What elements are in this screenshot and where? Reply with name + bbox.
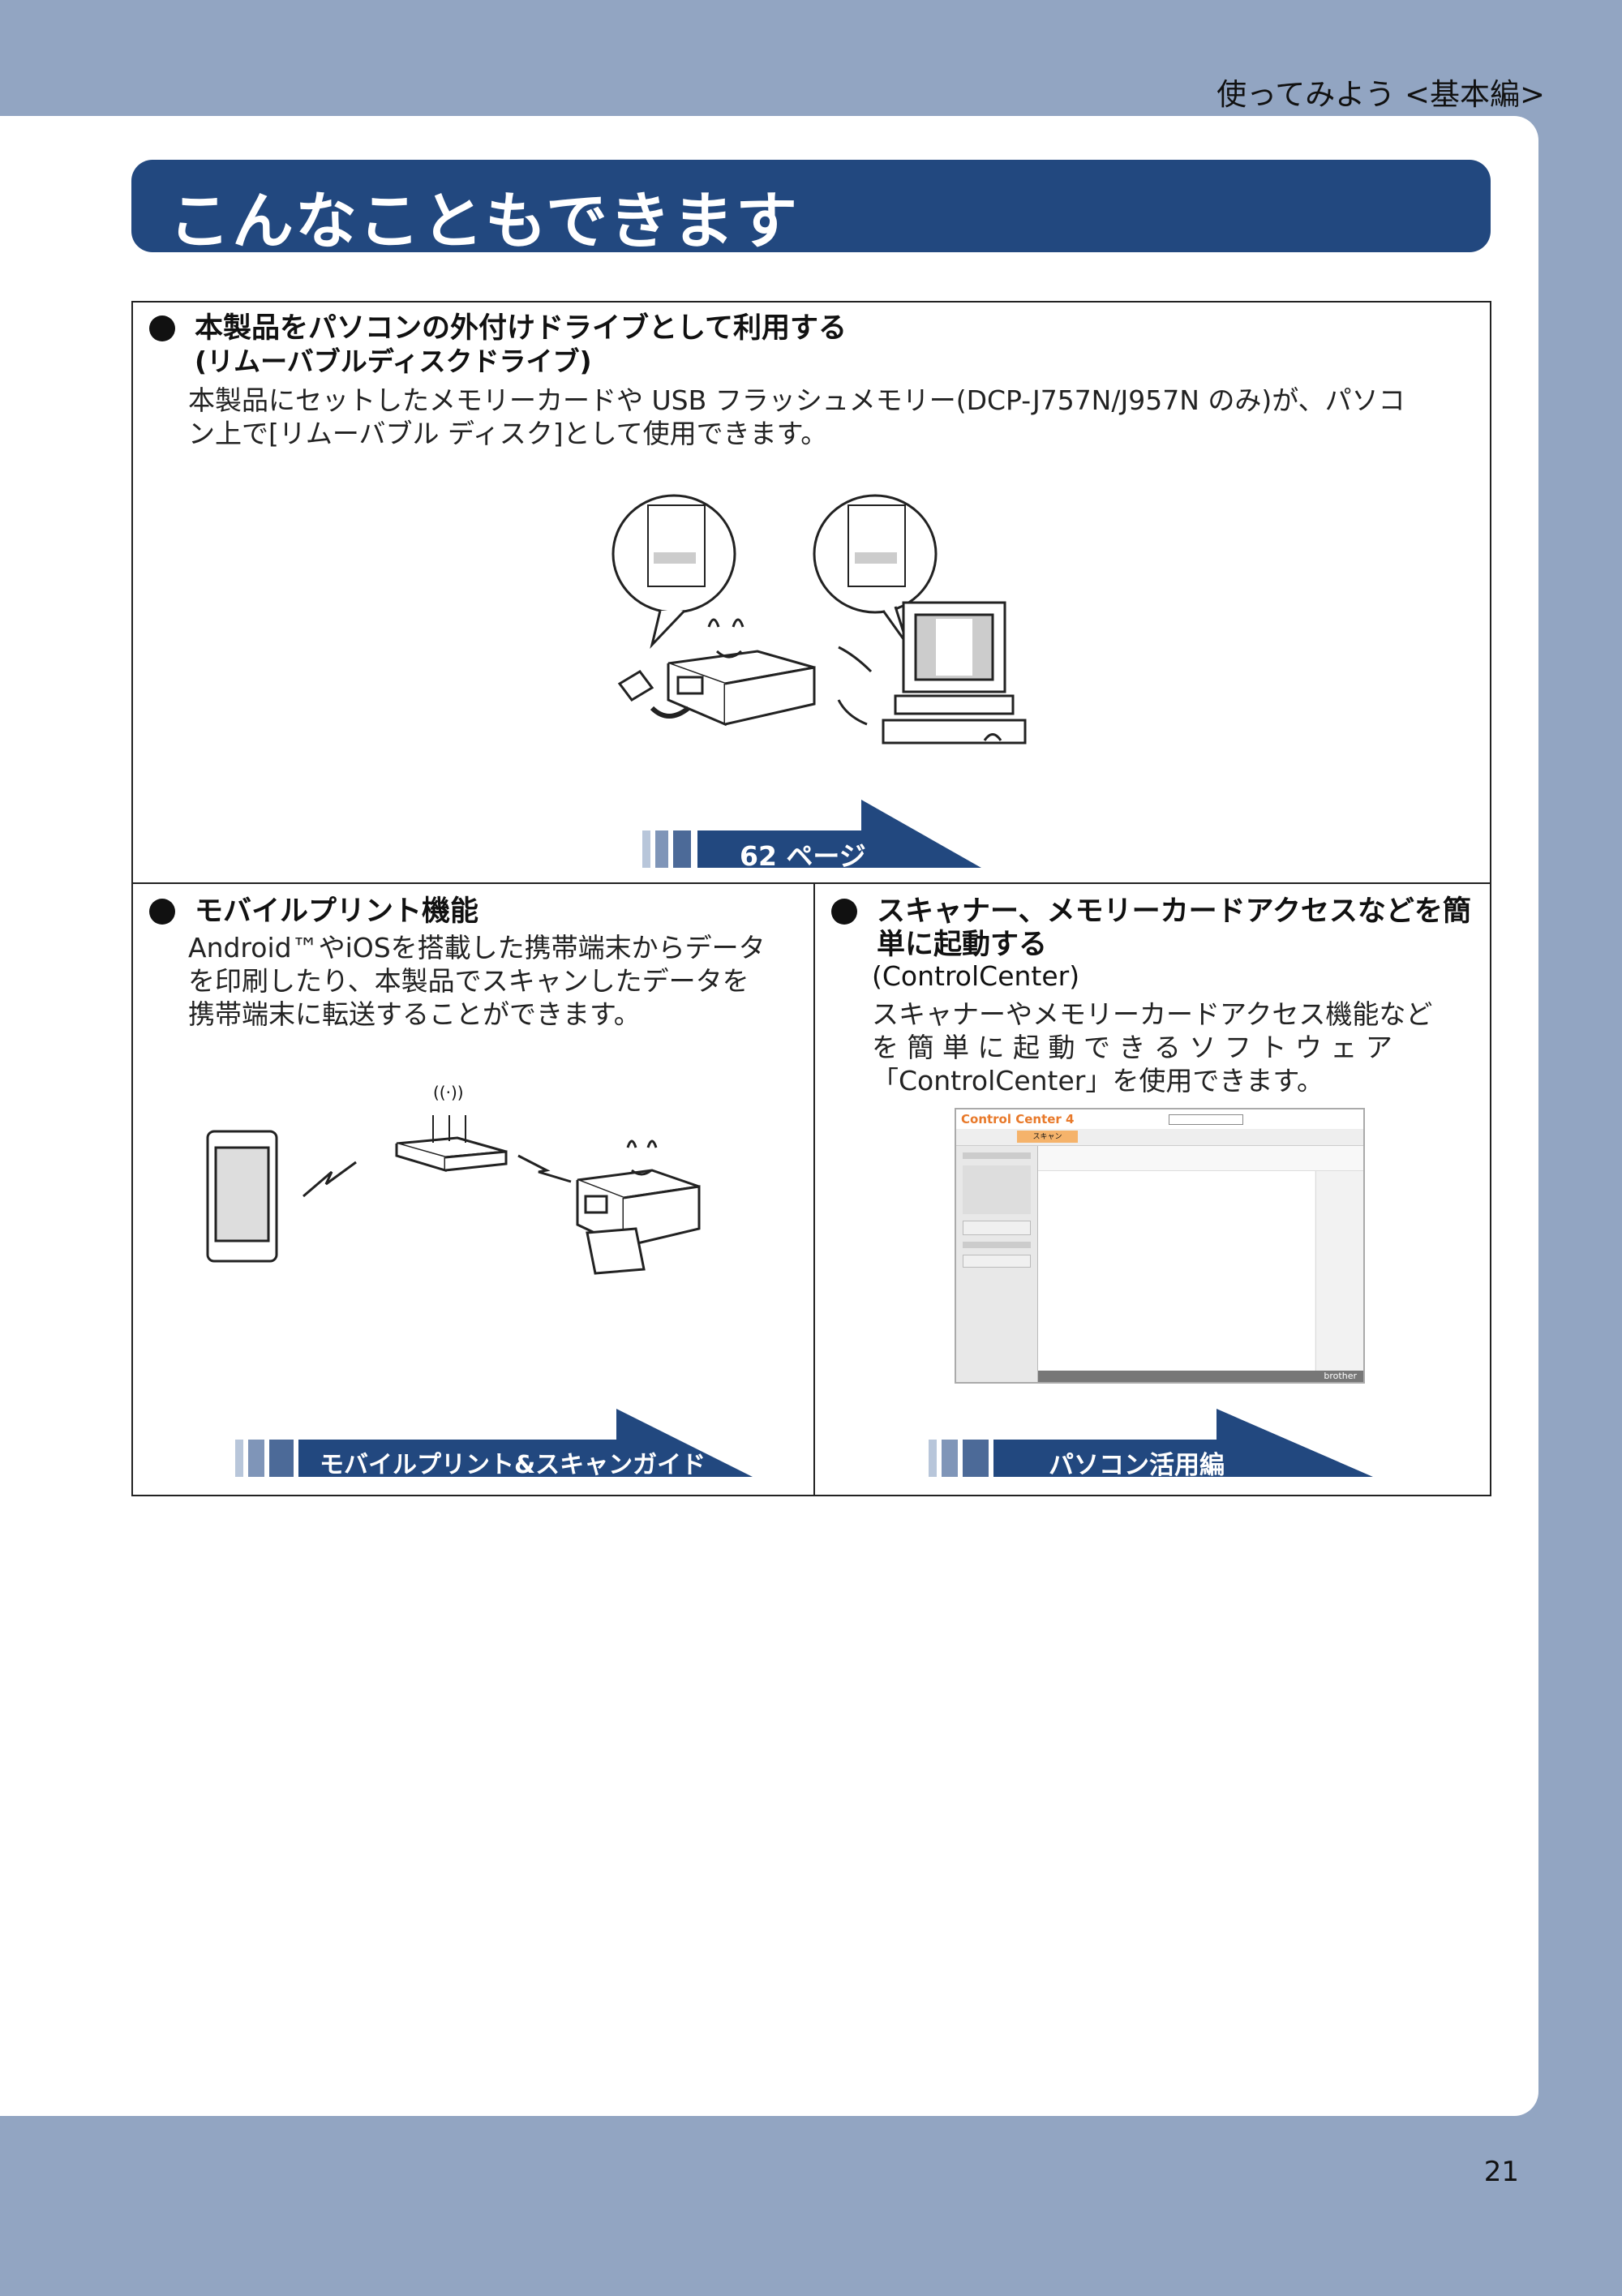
bullet-icon [149,899,175,925]
heading-line: モバイルプリント機能 [195,895,479,928]
wifi-icon: ((·)) [433,1083,464,1102]
feature-box-mobile-print: モバイルプリント機能 Android™やiOSを搭載した携帯端末からデータ を印… [131,882,815,1496]
pc-guide-link-arrow[interactable]: パソコン活用編 [929,1409,1383,1480]
title-bar: こんなこともできます [131,160,1491,257]
pc-guide-link-label: パソコン活用編 [1049,1451,1225,1480]
page-number: 21 [1483,2156,1519,2188]
feature-body-line: 携帯端末に転送することができます。 [188,998,641,1030]
feature-body-line: を印刷したり、本製品でスキャンしたデータを [188,965,749,997]
feature-heading-cont: 単に起動する [831,929,1047,962]
feature-box-removable-disk: 本製品をパソコンの外付けドライブとして利用する (リムーバブルディスクドライブ)… [131,301,1491,884]
mobile-guide-link-arrow[interactable]: モバイルプリント&スキャンガイド [235,1409,754,1479]
controlcenter-screenshot: Control Center 4 スキャン brother [955,1108,1365,1384]
heading-line: スキャナー、メモリーカードアクセスなどを簡 [877,895,1471,928]
page-link-arrow[interactable]: 62 ページ [642,800,983,872]
feature-body-line: ン上で[リムーバブル ディスク]として使用できます。 [188,418,828,449]
bullet-icon [149,315,175,341]
heading-line: 本製品をパソコンの外付けドライブとして利用する [195,312,847,345]
feature-box-controlcenter: スキャナー、メモリーカードアクセスなどを簡 単に起動する (ControlCen… [813,882,1491,1496]
feature-body-line: を 簡 単 に 起 動 で き る ソ フ ト ウ ェ ア [872,1032,1392,1063]
model-select [1169,1114,1243,1125]
bullet-icon [831,899,857,925]
app-title: Control Center 4 [961,1112,1075,1127]
app-brand: brother [1324,1371,1357,1381]
feature-heading: モバイルプリント機能 [149,895,478,929]
feature-body-line: スキャナーやメモリーカードアクセス機能など [872,998,1433,1030]
app-tab-scan: スキャン [1017,1131,1078,1143]
page-link-label: 62 ページ [740,840,866,872]
page-title: こんなこともできます [169,185,799,257]
app-sidebar [956,1146,1038,1382]
printer-computer-illustration [611,494,1027,745]
feature-body-line: 本製品にセットしたメモリーカードや USB フラッシュメモリー(DCP-J757… [188,384,1405,416]
feature-heading: 本製品をパソコンの外付けドライブとして利用する [149,312,847,345]
app-preview-area [1038,1171,1315,1371]
section-header: 使ってみよう <基本編> [1216,77,1545,112]
mobile-print-illustration [206,1115,701,1275]
heading-line: 単に起動する [877,929,1048,961]
feature-body-line: Android™やiOSを搭載した携帯端末からデータ [188,932,766,963]
mobile-guide-link-label: モバイルプリント&スキャンガイド [320,1451,706,1479]
feature-heading: スキャナー、メモリーカードアクセスなどを簡 [831,895,1471,929]
feature-body-line: 「ControlCenter」を使用できます。 [872,1065,1324,1097]
feature-subheading: (リムーバブルディスクドライブ) [195,345,592,377]
feature-subheading: (ControlCenter) [872,960,1080,992]
